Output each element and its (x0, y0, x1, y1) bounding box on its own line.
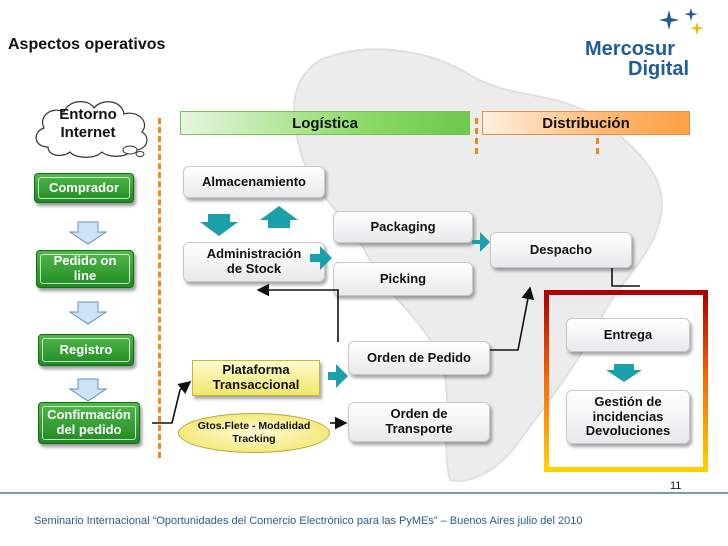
almacenamiento-box: Almacenamiento (183, 166, 325, 198)
logo-text-mercosur: Mercosur (585, 38, 676, 60)
distribucion-label: Distribución (542, 114, 630, 132)
logistica-label: Logística (292, 114, 358, 132)
administracion-stock-label: Administración de Stock (206, 246, 302, 276)
confirmacion-box: Confirmación del pedido (38, 402, 140, 444)
registro-box: Registro (38, 334, 134, 366)
cloud-label: Entorno Internet (59, 106, 117, 141)
administracion-stock-box: Administración de Stock (183, 242, 325, 282)
confirmacion-label: Confirmación del pedido (47, 407, 131, 437)
gestion-incidencias-label: Gestión de incidencias Devoluciones (585, 393, 671, 439)
registro-label: Registro (59, 341, 113, 357)
stock-arrows (200, 206, 298, 236)
distribucion-banner: Distribución (482, 111, 690, 135)
picking-label: Picking (379, 270, 427, 286)
plataforma-transaccional-box: Plataforma Transaccional (192, 360, 320, 396)
left-down-arrows (68, 221, 108, 402)
stars-icon (659, 8, 704, 35)
orden-pedido-box: Orden de Pedido (348, 341, 490, 375)
page-title: Aspectos operativos (8, 36, 166, 53)
entrega-label: Entrega (603, 326, 653, 342)
picking-box: Picking (333, 262, 473, 296)
entrega-down-arrow (606, 364, 642, 382)
almacenamiento-label: Almacenamiento (201, 173, 307, 189)
dashed-separator-right (596, 118, 599, 154)
orden-transporte-box: Orden de Transporte (348, 402, 490, 442)
gtos-flete-oval: Gtos.Flete - Modalidad Tracking (178, 413, 330, 453)
orden-transporte-label: Orden de Transporte (385, 406, 453, 436)
pedido-online-label: Pedido on line (53, 253, 117, 283)
orden-pedido-label: Orden de Pedido (366, 349, 471, 365)
packaging-label: Packaging (370, 218, 436, 234)
mercosur-digital-logo: Mercosur Digital (585, 8, 705, 80)
logo-text-digital: Digital (628, 58, 690, 80)
page-number: 11 (670, 480, 682, 492)
entrega-box: Entrega (566, 318, 690, 352)
teal-right-arrows (310, 232, 490, 388)
comprador-box: Comprador (34, 173, 134, 203)
despacho-box: Despacho (490, 232, 632, 268)
packaging-box: Packaging (333, 211, 473, 243)
cloud-icon (35, 101, 148, 158)
despacho-label: Despacho (529, 241, 593, 257)
logistica-banner: Logística (180, 111, 470, 135)
footer-divider (0, 492, 728, 494)
gtos-flete-label: Gtos.Flete - Modalidad Tracking (197, 420, 311, 445)
pedido-online-box: Pedido on line (36, 250, 134, 288)
dashed-separator-middle (475, 118, 478, 154)
gestion-incidencias-box: Gestión de incidencias Devoluciones (566, 390, 690, 444)
footer-text: Seminario Internacional “Oportunidades d… (34, 515, 583, 527)
dashed-separator-left (158, 118, 161, 458)
plataforma-label: Plataforma Transaccional (212, 362, 300, 392)
comprador-label: Comprador (48, 179, 120, 195)
